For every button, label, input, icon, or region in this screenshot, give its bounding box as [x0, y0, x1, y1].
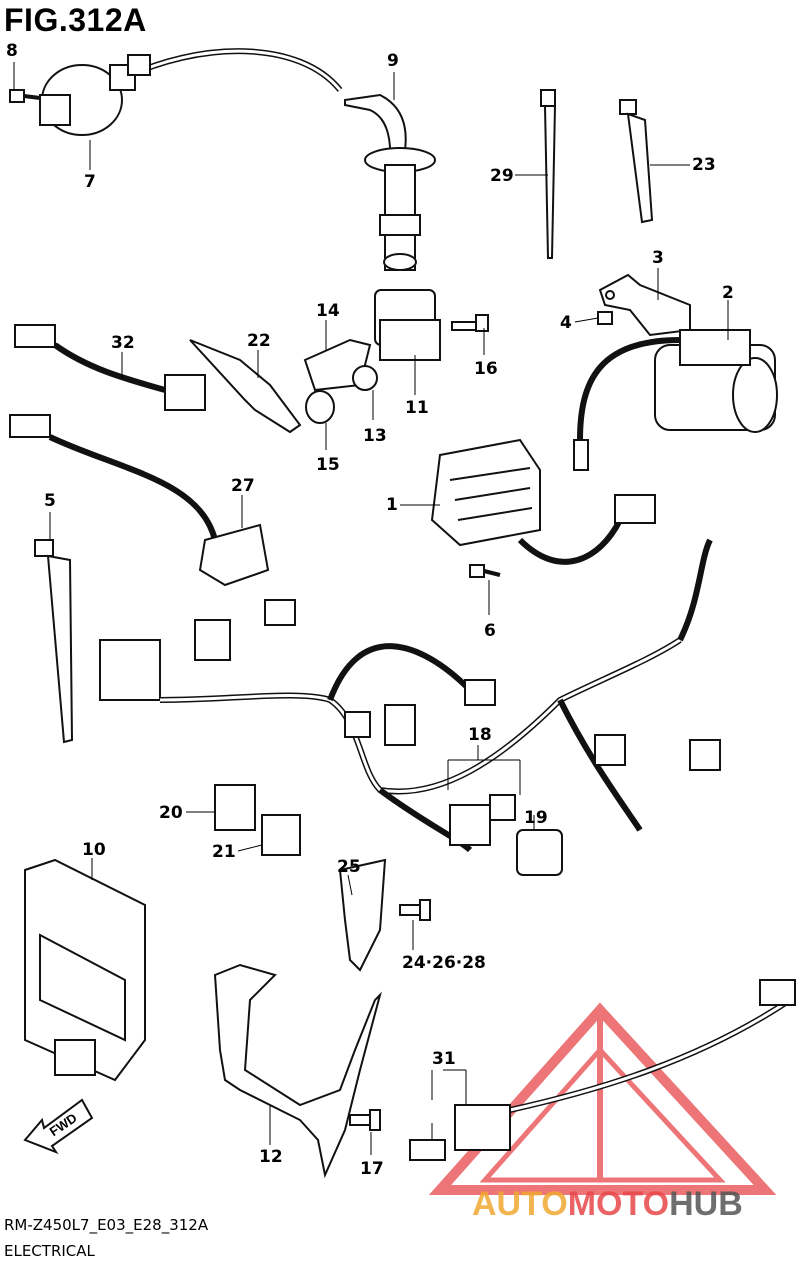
part-21-fuse-holder[interactable]	[261, 814, 301, 856]
callout-27: 29	[490, 166, 514, 186]
callout-8: 8	[6, 41, 18, 61]
part-10-ecm[interactable]	[24, 858, 146, 1082]
part-17-bolt[interactable]	[349, 1109, 381, 1131]
part-9-spark-plug-cap[interactable]	[344, 93, 436, 271]
part-25-bracket[interactable]	[338, 858, 387, 972]
callout-21: 21	[212, 842, 236, 862]
part-22-sensor-bracket[interactable]	[189, 339, 302, 434]
part-11-starter-relay[interactable]	[374, 289, 441, 361]
callout-labels: 8 7 9 29 23 3 2 4 14 16 11 13 15 22 32 1…	[6, 41, 734, 1179]
watermark-hub: HUB	[669, 1185, 743, 1223]
callout-10: 10	[82, 840, 106, 860]
callout-6: 6	[484, 621, 496, 641]
part-1-regulator[interactable]	[430, 438, 656, 565]
figure-title: FIG.312A	[4, 2, 147, 38]
callout-15: 15	[316, 455, 340, 475]
part-6-bolt[interactable]	[469, 564, 501, 578]
part-2-condenser[interactable]	[573, 329, 778, 471]
part-27-cable-tie[interactable]	[540, 89, 557, 259]
callout-2: 2	[722, 283, 734, 303]
part-29-sensor[interactable]	[9, 414, 270, 587]
callout-18: 18	[468, 725, 492, 745]
callout-13: 13	[363, 426, 387, 446]
callout-3: 3	[652, 248, 664, 268]
part-18-wiring-harness[interactable]	[99, 538, 721, 853]
part-12-bracket[interactable]	[213, 963, 382, 1179]
callout-4: 4	[560, 313, 572, 333]
callout-1: 1	[386, 495, 398, 515]
callout-19: 19	[524, 808, 548, 828]
part-16-bolt[interactable]	[451, 314, 489, 332]
callout-31: 31	[432, 1049, 456, 1069]
part-3-bracket[interactable]	[598, 273, 691, 337]
part-19-cover[interactable]	[516, 829, 563, 876]
callout-24-26-28: 23	[692, 155, 716, 175]
part-7-ignition-coil[interactable]	[39, 48, 343, 136]
part-15-grommet[interactable]	[305, 390, 335, 424]
part-23-bolt[interactable]	[399, 899, 431, 921]
part-24-cable-tie[interactable]	[619, 99, 654, 224]
leader-lines	[13, 62, 729, 1155]
callout-29: 27	[231, 476, 255, 496]
part-13-cushion[interactable]	[352, 365, 378, 391]
callout-7: 7	[84, 172, 96, 192]
callout-16: 16	[474, 359, 498, 379]
part-5-cable-tie[interactable]	[34, 539, 74, 744]
figure-code: RM-Z450L7_E03_E28_312A	[4, 1216, 209, 1234]
callout-14: 14	[316, 301, 340, 321]
callout-11: 11	[405, 398, 429, 418]
part-4-bolt[interactable]	[597, 311, 613, 325]
part-8-bolt[interactable]	[9, 89, 41, 103]
callout-23: 24·26·28	[402, 953, 486, 973]
figure-section-name: ELECTRICAL	[4, 1242, 95, 1260]
watermark-moto: MOTO	[568, 1185, 669, 1223]
watermark-text: AUTOMOTOHUB	[472, 1185, 743, 1223]
watermark-logo	[428, 1002, 777, 1195]
callout-20: 20	[159, 803, 183, 823]
callout-17: 17	[360, 1159, 384, 1179]
callout-25: 25	[337, 857, 361, 877]
watermark-auto: AUTO	[472, 1185, 568, 1223]
callout-5: 5	[44, 491, 56, 511]
fwd-direction-arrow: FWD	[23, 1098, 94, 1155]
callout-9: 9	[387, 51, 399, 71]
part-31-harness[interactable]	[454, 979, 796, 1151]
callout-30: 32	[111, 333, 135, 353]
callout-12: 12	[259, 1147, 283, 1167]
part-32-fuse[interactable]	[409, 1139, 446, 1161]
part-20-fuse-holder[interactable]	[214, 784, 256, 831]
part-30-wire-sensor[interactable]	[14, 324, 206, 411]
svg-text:AUTOMOTOHUB: AUTOMOTOHUB	[472, 1185, 743, 1223]
callout-22: 22	[247, 331, 271, 351]
